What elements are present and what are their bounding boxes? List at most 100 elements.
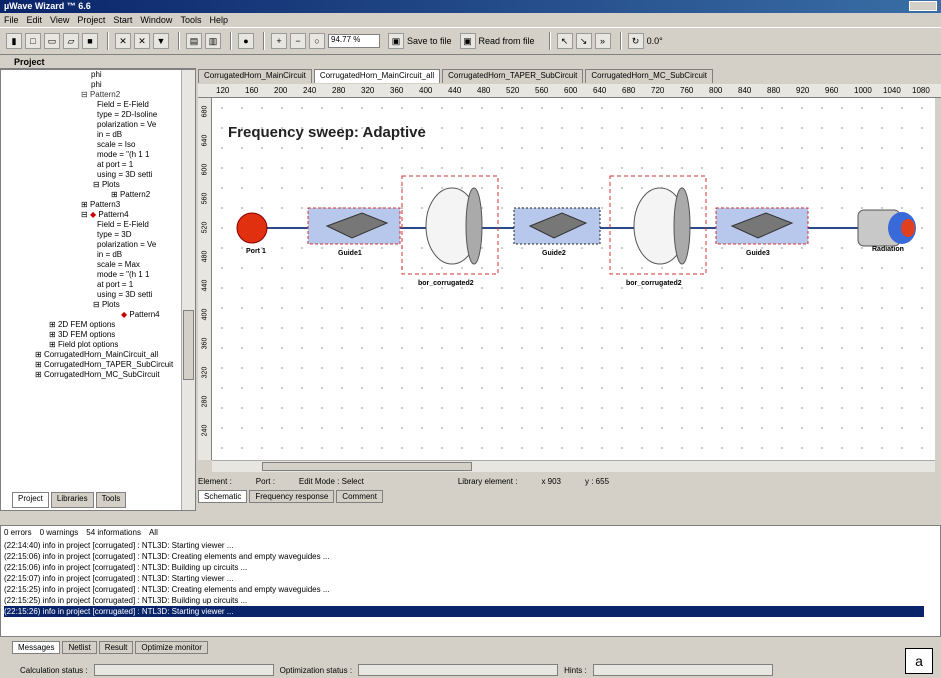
read-from-file-label: Read from file (478, 36, 535, 46)
tree-item[interactable]: Field = E-Field (97, 220, 149, 229)
tree-item[interactable]: in = dB (97, 130, 123, 139)
list-item[interactable]: (22:15:25) info in project [corrugated] … (4, 596, 248, 605)
tree-item[interactable]: scale = Max (97, 260, 140, 269)
port-icon[interactable]: » (594, 33, 611, 49)
canvas-hscrollbar[interactable] (212, 460, 935, 472)
bor1-frame (401, 175, 499, 275)
tree-item[interactable]: mode = "(h 1 1 (97, 150, 150, 159)
tree-item-pattern3[interactable]: ⊞ Pattern3 (81, 200, 121, 209)
tree-item[interactable]: ⊞ CorrugatedHorn_TAPER_SubCircuit (35, 360, 174, 369)
tab-main-circuit-all[interactable]: CorrugatedHorn_MainCircuit_all (313, 69, 441, 83)
tree-item-pattern4[interactable]: ⊟ ◆ Pattern4 (81, 210, 129, 219)
menu-help[interactable]: Help (209, 15, 228, 25)
tab-netlist[interactable]: Netlist (62, 641, 97, 654)
tree-item[interactable]: ⊞ CorrugatedHorn_MainCircuit_all (35, 350, 159, 359)
tree-item[interactable]: using = 3D setti (97, 170, 153, 179)
ruler-tick: 1040 (883, 86, 901, 95)
list-item[interactable]: (22:15:25) info in project [corrugated] … (4, 585, 330, 594)
window-title: µWave Wizard ™ 6.6 (4, 1, 91, 11)
run-icon[interactable]: ● (238, 33, 254, 49)
tree-item-plots[interactable]: ⊟ Plots (93, 300, 120, 309)
tree-item[interactable]: phi (91, 80, 102, 89)
open-icon[interactable]: ▭ (44, 33, 60, 49)
menu-window[interactable]: Window (140, 15, 173, 25)
tree-item[interactable]: ⊞ Pattern2 (111, 190, 151, 199)
tree-item[interactable]: Field = E-Field (97, 100, 149, 109)
filter-icon[interactable]: ▼ (153, 33, 169, 49)
element-icon[interactable]: ▤ (186, 33, 202, 49)
tree-item[interactable]: in = dB (97, 250, 123, 259)
calc-status-label: Calculation status : (20, 665, 88, 675)
menu-start[interactable]: Start (113, 15, 133, 25)
tree-item[interactable]: ⊞ CorrugatedHorn_MC_SubCircuit (35, 370, 160, 379)
tree-item[interactable]: using = 3D setti (97, 290, 153, 299)
tab-mc-subcircuit[interactable]: CorrugatedHorn_MC_SubCircuit (585, 69, 713, 83)
list-item[interactable]: (22:15:06) info in project [corrugated] … (4, 552, 330, 561)
tree-item[interactable]: phi (91, 70, 102, 79)
ruler-tick: 200 (274, 86, 288, 95)
new-icon[interactable]: □ (25, 33, 41, 49)
tree-item-plots[interactable]: ⊟ Plots (93, 180, 120, 189)
tree-item[interactable]: ⊞ 2D FEM options (49, 320, 116, 329)
tab-frequency-response[interactable]: Frequency response (249, 490, 335, 503)
tree-item[interactable]: type = 3D (97, 230, 132, 239)
save-icon[interactable]: ■ (82, 33, 98, 49)
zoom-select[interactable]: 94.77 % (328, 34, 380, 48)
tab-messages[interactable]: Messages (12, 641, 61, 654)
tree-item[interactable]: at port = 1 (97, 160, 134, 169)
save-to-file-button[interactable]: ▣ Save to file (388, 33, 452, 49)
tree-item-pattern2[interactable]: ⊟ Pattern2 (81, 90, 121, 99)
menu-view[interactable]: View (50, 15, 70, 25)
tab-project[interactable]: Project (12, 492, 49, 508)
errors-filter[interactable]: 0 errors (4, 528, 32, 537)
project-icon[interactable]: ▮ (6, 33, 22, 49)
tab-optimize-monitor[interactable]: Optimize monitor (135, 641, 208, 654)
list-item-selected[interactable]: (22:15:26) info in project [corrugated] … (4, 606, 924, 617)
zoom-out-icon[interactable]: − (290, 33, 306, 49)
read-from-file-button[interactable]: ▣ Read from file (459, 33, 535, 49)
scroll-thumb[interactable] (183, 310, 194, 380)
list-item[interactable]: (22:15:07) info in project [corrugated] … (4, 574, 234, 583)
wire-icon[interactable]: ↘ (575, 33, 592, 49)
rotate-button[interactable]: ↻ 0.0° (627, 33, 663, 49)
informations-filter[interactable]: 54 informations (86, 528, 141, 537)
connect-icon[interactable]: ▥ (205, 33, 221, 49)
tab-libraries[interactable]: Libraries (50, 492, 94, 508)
schematic-canvas[interactable]: Frequency sweep: Adaptive Port 1 Guide1 … (212, 98, 935, 460)
ruler-tick: 320 (361, 86, 375, 95)
tree-item[interactable]: at port = 1 (97, 280, 134, 289)
all-filter[interactable]: All (148, 528, 158, 537)
menu-edit[interactable]: Edit (26, 15, 43, 25)
menu-file[interactable]: File (4, 15, 19, 25)
tree-item[interactable]: polarization = Ve (97, 240, 157, 249)
window-controls[interactable] (909, 1, 937, 11)
list-item[interactable]: (22:14:40) info in project [corrugated] … (4, 541, 234, 550)
tab-comment[interactable]: Comment (336, 490, 383, 503)
compile-all-icon[interactable]: ✕ (134, 33, 150, 49)
warnings-filter[interactable]: 0 warnings (39, 528, 79, 537)
tree-item[interactable]: ⊞ Field plot options (49, 340, 119, 349)
tab-tools[interactable]: Tools (95, 492, 127, 508)
menu-project[interactable]: Project (77, 15, 106, 25)
tab-result[interactable]: Result (98, 641, 134, 654)
list-item[interactable]: (22:15:06) info in project [corrugated] … (4, 563, 248, 572)
zoom-fit-icon[interactable]: ○ (309, 33, 325, 49)
tab-schematic[interactable]: Schematic (198, 490, 248, 503)
scroll-thumb[interactable] (262, 462, 472, 471)
compile-icon[interactable]: ✕ (115, 33, 131, 49)
ruler-tick: 680 (622, 86, 636, 95)
tree-item[interactable]: ⊞ 3D FEM options (49, 330, 116, 339)
zoom-in-icon[interactable]: + (271, 33, 287, 49)
tree-item[interactable]: polarization = Ve (97, 120, 157, 129)
folder-icon[interactable]: ▱ (63, 33, 79, 49)
tab-taper-subcircuit[interactable]: CorrugatedHorn_TAPER_SubCircuit (442, 69, 584, 83)
pointer-icon[interactable]: ↖ (556, 33, 573, 49)
tree-item[interactable]: scale = Iso (97, 140, 136, 149)
tab-main-circuit[interactable]: CorrugatedHorn_MainCircuit (198, 69, 312, 83)
tree-item[interactable]: mode = "(h 1 1 (97, 270, 150, 279)
tree-item[interactable]: type = 2D-Isoline (97, 110, 158, 119)
menu-tools[interactable]: Tools (180, 15, 202, 25)
tree-item[interactable]: ◆ Pattern4 (1, 310, 181, 320)
project-scrollbar[interactable] (181, 70, 195, 510)
